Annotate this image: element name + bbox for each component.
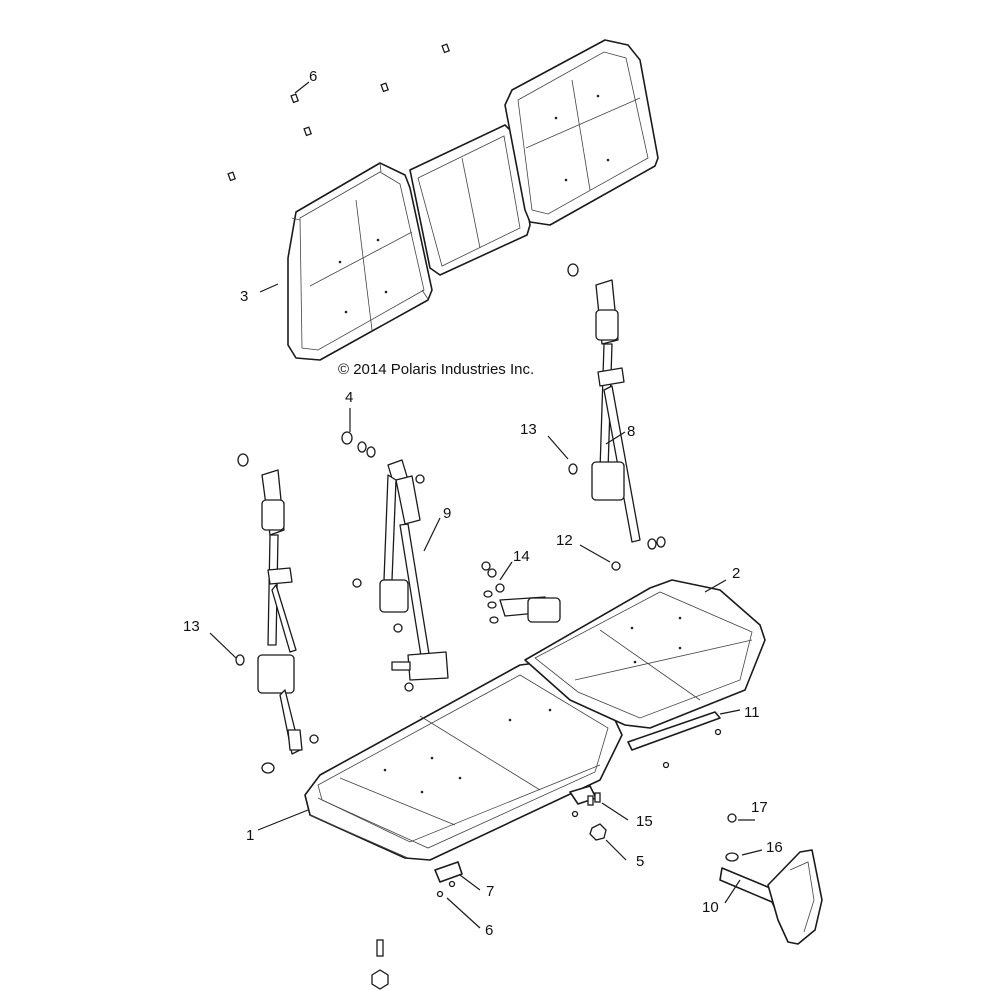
callout-2: 2 [732,565,740,582]
seat-bottom-right[interactable] [524,579,766,729]
callout-10: 10 [702,899,719,916]
callout-3: 3 [240,288,248,305]
callout-13-left: 13 [183,618,200,635]
callout-labels: 3 6 4 13 8 9 12 14 2 13 1 11 15 5 7 6 17… [183,68,783,939]
seat-back[interactable] [287,39,659,361]
seat-belt-center[interactable] [341,431,449,692]
callout-7: 7 [486,883,494,900]
pin-hardware-top[interactable] [227,43,451,182]
callout-16: 16 [766,839,783,856]
callout-15: 15 [636,813,653,830]
seat-bottom-left[interactable] [304,661,623,861]
copyright-notice: © 2014 Polaris Industries Inc. [338,361,534,378]
callout-8: 8 [627,423,635,440]
bracket-15[interactable] [569,785,601,818]
callout-1: 1 [246,827,254,844]
callout-6-bottom: 6 [485,922,493,939]
bracket-7[interactable] [434,861,463,898]
callout-9: 9 [443,505,451,522]
callout-14: 14 [513,548,530,565]
callout-11: 11 [744,704,760,721]
seat-belt-right[interactable] [567,263,666,571]
callout-5: 5 [636,853,644,870]
leader-lines [209,81,763,929]
callout-6-top: 6 [309,68,317,85]
bracket-11[interactable] [627,711,722,769]
seat-belt-left[interactable] [235,453,319,774]
callout-17: 17 [751,799,768,816]
callout-12: 12 [556,532,573,549]
nut-5[interactable] [589,823,607,841]
callout-4: 4 [345,389,353,406]
side-panel-10[interactable] [719,813,823,945]
callout-13-right: 13 [520,421,537,438]
buckle-assembly[interactable] [481,561,561,624]
stud-and-nut-bottom[interactable] [371,939,389,990]
